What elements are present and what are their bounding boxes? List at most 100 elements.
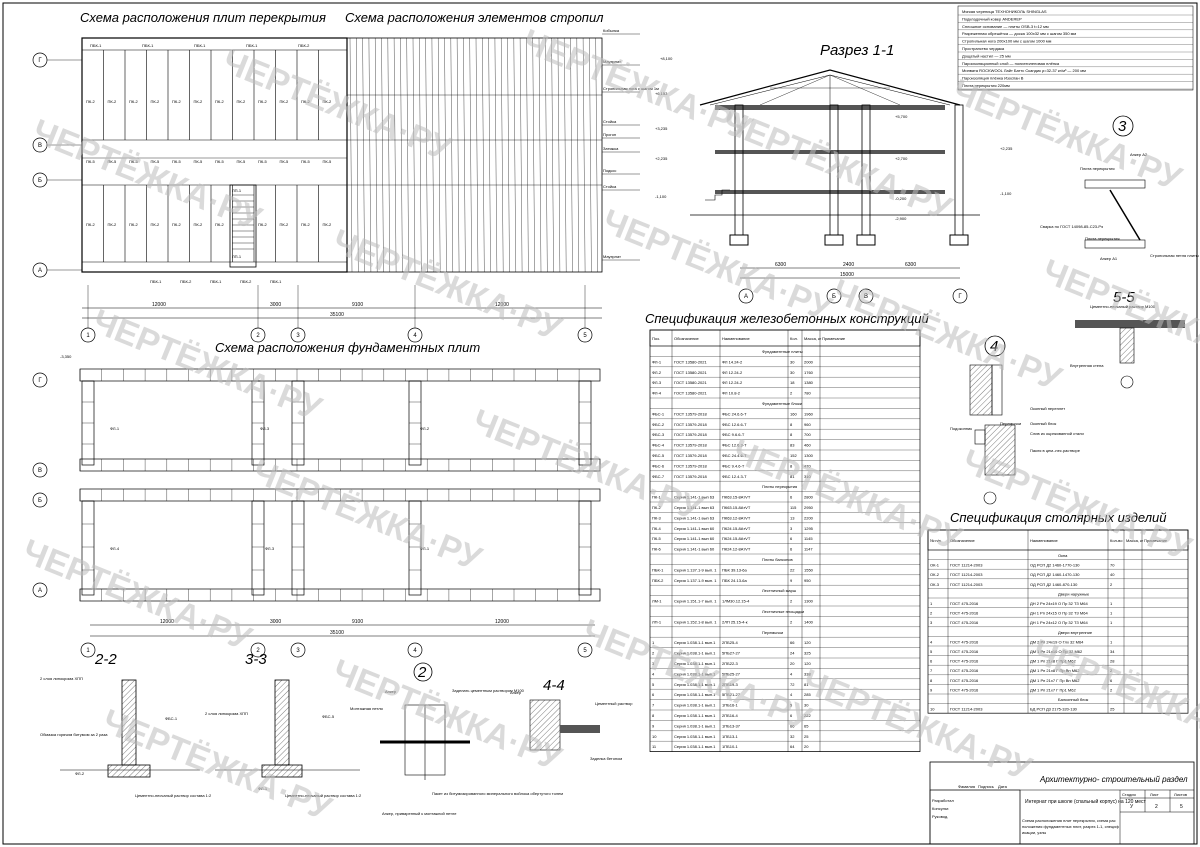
rc-cell: 6 (790, 536, 793, 541)
watermark-text: ЧЕРТЁЖКА·РУ (947, 72, 1187, 199)
axis-col-3: 4 (407, 327, 423, 343)
balcony-label: ПБК-2 (240, 279, 252, 284)
axis-col-1: 2 (250, 327, 266, 343)
jn-cell: ГОСТ 475-2016 (950, 668, 979, 673)
node-callout: Подоконник (950, 426, 972, 431)
jn-cell: 9 (930, 687, 933, 692)
svg-text:-1,100: -1,100 (1000, 191, 1012, 196)
roof-note: Дощатый настил — 25 мм (962, 53, 1011, 58)
svg-text:9100: 9100 (352, 619, 363, 625)
jn-cell: 1 (1110, 611, 1113, 616)
rc-cell: Серия 1.038.1-1 вып.1 (674, 734, 716, 739)
balcony-label: ПБК-1 (270, 279, 282, 284)
rc-cell: ФЛ-1 (652, 359, 662, 364)
jn-cell: ДМ 1 Рп 21х8 Г Пр Вн М62 (1030, 668, 1080, 673)
rc-cell: ПК-3 (652, 515, 662, 520)
slab-label: ПК-2 (280, 99, 290, 104)
revision-block (929, 789, 1021, 845)
tb-sheet-h: Лист (1150, 792, 1159, 797)
svg-text:-1,100: -1,100 (655, 194, 667, 199)
rc-cell: ПК24.15-8АтVТ (722, 536, 751, 541)
rc-cell: 960 (804, 422, 811, 427)
rc-cell: ФБС 9.4.6-Т (722, 463, 745, 468)
sec-dim-a: 6300 (775, 262, 786, 268)
rc-cell: ПБК-1 (652, 567, 664, 572)
rc-cell: 222 (804, 713, 811, 718)
rc-cell: ПК-1 (652, 495, 662, 500)
rc-cell: ГОСТ 13579-2018 (674, 411, 707, 416)
rc-cell: 83 (790, 443, 795, 448)
rc-cell: ФЛ 12.24-2 (722, 370, 743, 375)
title-rc-spec: Спецификация железобетонных конструкций (645, 311, 929, 326)
node-callout: Анкер, приваренный к монтажной петле (382, 811, 457, 816)
section-axis-3-label: Г (958, 294, 962, 300)
jn-cell: ГОСТ 475-2016 (950, 620, 979, 625)
jn-cell: 2 (930, 611, 933, 616)
rc-cell: ГОСТ 13580-2021 (674, 391, 707, 396)
node-callout: Заделать цементным раствором М100 (452, 688, 525, 693)
fdn-label: ФЛ-3 (265, 546, 275, 551)
jn-cell: ДМ 2 Рп 24х19 О Глх 32 М64 (1030, 639, 1084, 644)
rc-cell: 81 (790, 474, 795, 479)
node-callout: Анкер (510, 690, 522, 695)
jn-header: Примечание (1144, 538, 1168, 543)
node-callout: Цементно-песчаный раствор М100 (1090, 304, 1156, 309)
rc-header: Наименование (722, 336, 751, 341)
roof-layer-notes: Мягкая черепица ТЕХНОНИКОЛЬ SHINGLASПодк… (957, 5, 1194, 91)
node-2-title: 2 (417, 664, 427, 681)
watermark-text: ЧЕРТЁЖКА·РУ (827, 272, 1067, 399)
rc-cell: 20 (790, 661, 795, 666)
rc-cell: 30 (790, 359, 795, 364)
axis-row-3-label: А (38, 268, 42, 274)
node-callout: Анкер А1 (1100, 256, 1118, 261)
node-callout: Перемычки (1000, 421, 1021, 426)
rc-cell: Серия 1.038.1-1 вып.1 (674, 703, 716, 708)
svg-text:+6,153: +6,153 (655, 91, 668, 96)
node-callout: ФЛ-1 (258, 786, 268, 791)
rc-cell: 1ПБ13-1 (722, 734, 739, 739)
rc-cell: ФБС 12.6.6-Т (722, 422, 747, 427)
jn-cell: ОК-2 (930, 572, 940, 577)
watermark-text: ЧЕРТЁЖКА·РУ (717, 102, 957, 229)
rc-cell: ГОСТ 13580-2021 (674, 370, 707, 375)
node-4-4-title: 4-4 (543, 677, 565, 694)
fdn-label: ФЛ-1 (420, 546, 430, 551)
node-callout: Слив из оцинкованной стали (1030, 431, 1084, 436)
jn-cell: 2 (1110, 668, 1113, 673)
slab-label: ПК-2 (151, 222, 161, 227)
tb-sheets-h: Листов (1174, 792, 1187, 797)
jn-cell: ДН 1 Рп 24х12 О Пр 32 ТЗ М64 (1030, 620, 1088, 625)
rc-cell: 120 (804, 640, 811, 645)
axis-row-0-label: Г (38, 58, 42, 64)
watermark-text: ЧЕРТЁЖКА·РУ (727, 432, 967, 559)
axis-col-1-label: 2 (256, 333, 260, 339)
roof-note: Подкладочный ковер ANDEREP (962, 16, 1022, 21)
rc-cell: ФБС-5 (652, 453, 665, 458)
rc-cell: 2 (790, 391, 793, 396)
axis-row-2: Б (32, 172, 48, 188)
rc-cell: 2200 (804, 515, 814, 520)
rc-cell: Серия 1.141-1 вып 60 (674, 536, 715, 541)
fdn-label: ФЛ-2 (420, 426, 430, 431)
node-callout: Анкер А2 (1130, 152, 1148, 157)
fdn-axis-col-1: 2 (250, 642, 266, 658)
rc-cell: 3 (790, 526, 793, 531)
slab-label: ПК-5 (172, 159, 182, 164)
sec-dim-b: 2400 (843, 262, 854, 268)
svg-text:35100: 35100 (330, 630, 344, 636)
tb-sheets: 5 (1180, 804, 1183, 810)
rc-cell: ГОСТ 13579-2018 (674, 432, 707, 437)
node-callout: ФБС-5 (322, 714, 335, 719)
title-rafters: Схема расположения элементов стропил (345, 10, 604, 25)
dim-span1: 12000 (152, 302, 166, 308)
slab-label: ПК-5 (280, 159, 290, 164)
node-callout: Заделка бетоном (590, 756, 622, 761)
rc-cell: Серия 1.152.1-8 вып. 1 (674, 619, 717, 624)
rc-cell: ФБС-4 (652, 443, 665, 448)
rc-cell: 66 (790, 723, 795, 728)
node-callout: Анкер (385, 689, 397, 694)
rc-cell: 4 (652, 671, 655, 676)
